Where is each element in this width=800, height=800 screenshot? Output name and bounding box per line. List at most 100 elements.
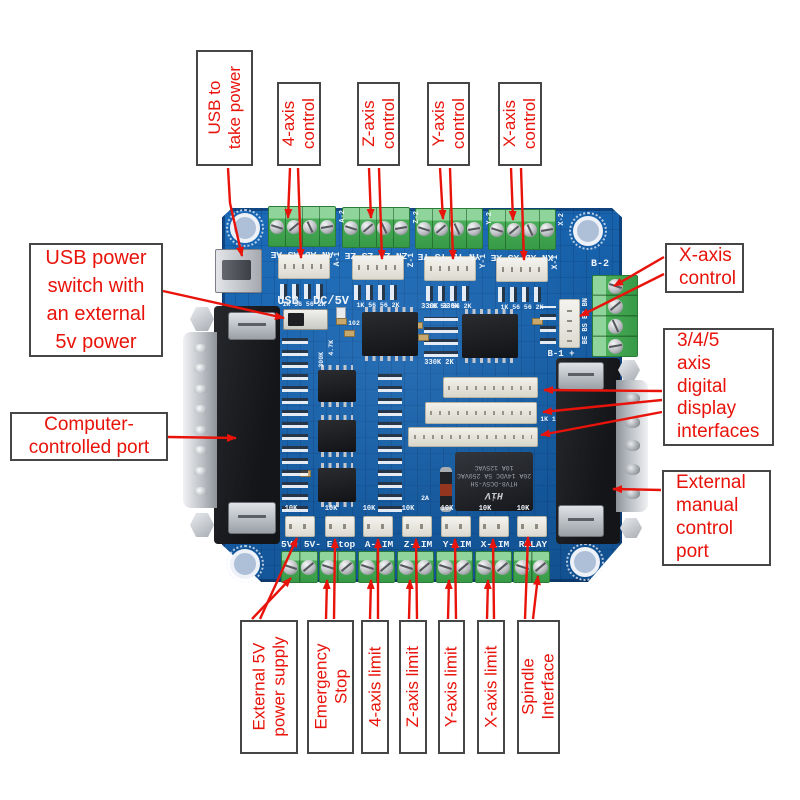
a-axis-silkscreen: AN AD AS AE	[270, 249, 334, 260]
terminal-screw	[360, 559, 376, 575]
resistor-values: 1K 56 56 2K	[500, 304, 544, 311]
db25-pin	[193, 425, 207, 435]
callout-emergency-stop: Emergency Stop	[307, 620, 354, 754]
terminal-screw	[399, 559, 415, 575]
relay-brand: HiV	[485, 488, 504, 500]
z2-label: Z-2	[413, 211, 421, 224]
x-limit-silkscreen: X-LIM	[480, 539, 510, 550]
label-2a: 2A	[421, 495, 429, 502]
z-limit-terminal-block	[397, 551, 434, 583]
callout-text: Y-axis limit	[441, 646, 461, 728]
db15-standoff-nut	[620, 518, 642, 538]
y-axis-jst-connector	[424, 256, 476, 281]
label-10k: 10K	[401, 505, 415, 513]
relay-terminal-block	[513, 551, 550, 583]
header-pins	[430, 411, 532, 415]
terminal-screw	[607, 298, 623, 314]
power-silkscreen: 5V+ 5V-	[281, 539, 321, 550]
label-10k: 10K	[284, 505, 298, 513]
smd-capacitor	[418, 334, 429, 341]
dc5v-silkscreen: DC/5V	[312, 294, 349, 308]
db25-pin	[193, 364, 207, 374]
x2-label: X-2	[558, 213, 566, 226]
db15-clamp-bottom	[558, 505, 604, 537]
power-jst	[285, 516, 315, 537]
label-10k: 10K	[516, 505, 530, 513]
terminal-screw	[321, 559, 337, 575]
resistor-values: 1K 56 56 2K	[428, 303, 472, 310]
terminal-screw	[532, 559, 548, 575]
a-limit-jst	[363, 516, 393, 537]
resistor-values: 1K 56 56 2K	[356, 302, 400, 309]
db25-pin	[193, 466, 207, 476]
estop-silkscreen: Estop	[326, 539, 356, 550]
smd-capacitor	[336, 318, 347, 325]
estop-jst	[325, 516, 355, 537]
diode	[440, 467, 452, 512]
jst-pins	[567, 304, 572, 343]
logic-ic	[318, 365, 356, 407]
x-limit-terminal-block	[475, 551, 512, 583]
callout-y-axis-control: Y-axis control	[427, 82, 470, 166]
logic-ic	[318, 463, 356, 507]
callout-text: Computer- controlled port	[28, 413, 150, 458]
terminal-screw	[433, 221, 448, 236]
callout-text: Z-axis control	[358, 98, 398, 150]
x-axis-terminal-block	[488, 209, 556, 250]
callout-external-5v: External 5V power supply	[240, 620, 298, 754]
jst-pins	[444, 524, 468, 529]
terminal-screw	[477, 559, 493, 575]
callout-text: X-axis control	[500, 98, 539, 150]
b-terminal-silkscreen: BE BS BD BN	[582, 298, 590, 345]
relay-silkscreen: RELAY	[518, 539, 548, 550]
estop-terminal-block	[319, 551, 356, 583]
callout-text: External 5V power supply	[249, 636, 289, 738]
db15-socket	[624, 416, 640, 428]
terminal-screw	[494, 559, 510, 575]
b1-silkscreen: B-1 +	[547, 349, 575, 359]
terminal-screw	[607, 278, 623, 294]
terminal-screw	[344, 220, 359, 235]
terminal-screw	[300, 559, 316, 575]
jst-pins	[482, 524, 506, 529]
x-limit-jst	[479, 516, 509, 537]
y1-label: Y-1	[479, 254, 488, 269]
resistor-row	[498, 287, 546, 302]
logic-ic	[318, 415, 356, 457]
mounting-hole-top-left	[226, 209, 264, 247]
mini-usb-connector	[215, 249, 262, 293]
resistor-bank	[378, 374, 402, 512]
callout-text: USB power switch with an external 5v pow…	[45, 247, 147, 353]
resistor-values: 1K 56 56 2K	[282, 301, 326, 308]
db25-pin	[193, 384, 207, 394]
callout-text: X-axis control	[679, 245, 737, 289]
callout-x-axis-control: X-axis control	[498, 82, 542, 166]
relay-jst	[517, 516, 547, 537]
jst-pins	[284, 264, 324, 269]
y-axis-silkscreen: YN YD YS YE	[417, 251, 481, 262]
callout-text: Emergency Stop	[310, 644, 350, 730]
terminal-screw	[416, 559, 432, 575]
b2-terminal-block	[592, 275, 638, 357]
mounting-hole-bottom-left	[226, 545, 264, 583]
terminal-screw	[319, 219, 334, 234]
relay-model: HTV8-DC5V-SH	[470, 480, 518, 488]
callout-text: Z-axis limit	[403, 646, 423, 728]
terminal-screw	[270, 219, 285, 234]
terminal-screw	[607, 318, 623, 334]
b1-jst-connector	[559, 299, 580, 348]
x-axis-jst-connector	[496, 257, 548, 282]
terminal-screw	[450, 221, 465, 236]
db15-socket	[624, 392, 640, 404]
y-axis-terminal-block	[415, 208, 483, 249]
label-10k: 10K	[478, 505, 492, 513]
callout-text: 3/4/5 axis digital display interfaces	[677, 330, 760, 443]
power-terminal-block	[281, 551, 318, 583]
db25-standoff-nut	[190, 307, 214, 331]
smd-capacitor	[344, 330, 355, 337]
x-axis-silkscreen: XN XD XS XE	[490, 252, 554, 263]
terminal-screw	[490, 222, 505, 237]
jst-pins	[328, 524, 352, 529]
callout-4-axis-limit: 4-axis limit	[361, 620, 389, 754]
